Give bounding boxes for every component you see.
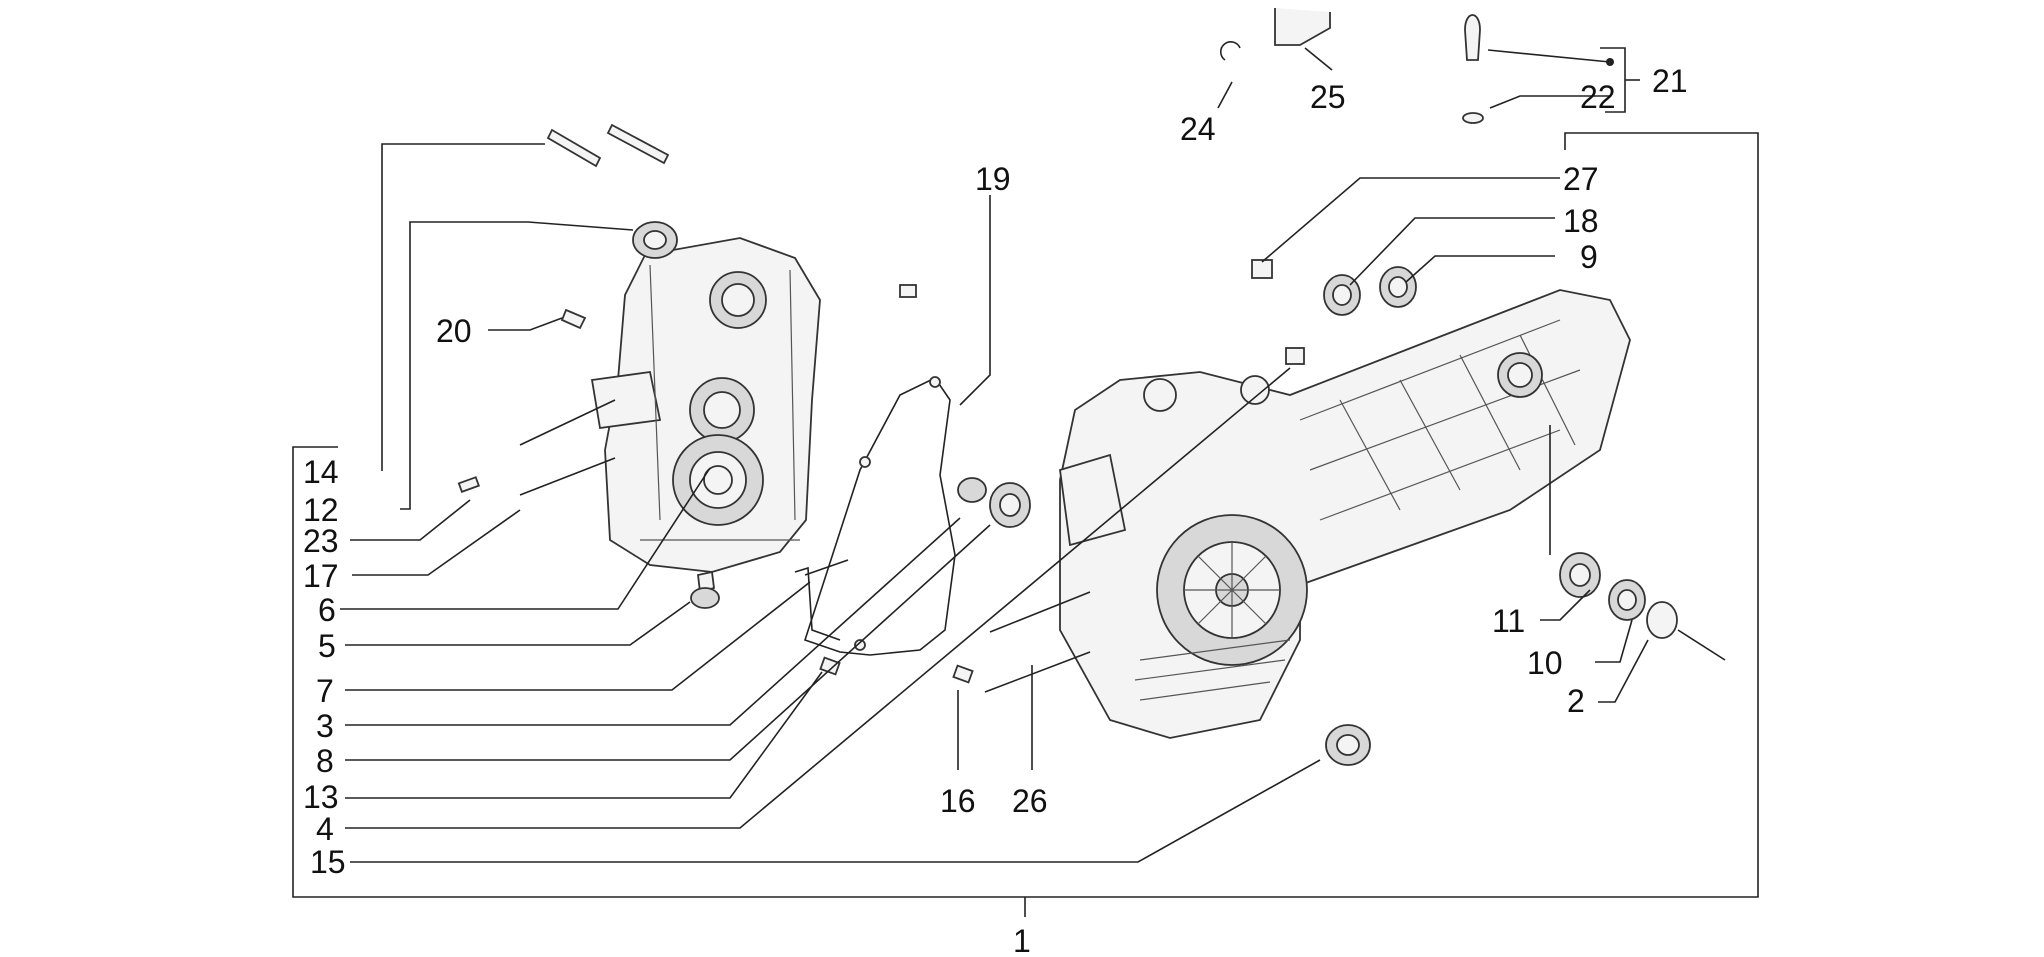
callout-19: 19	[975, 161, 1011, 197]
callout-2: 2	[1567, 683, 1585, 719]
callout-5: 5	[318, 628, 336, 664]
leader-lines	[340, 47, 1726, 863]
callout-22: 22	[1580, 79, 1616, 115]
callout-27: 27	[1563, 161, 1599, 197]
callout-labels: 1 2 3 4 5 6 7 8 9 10 11 12 13 14 15 16 1…	[303, 63, 1688, 957]
callout-15: 15	[310, 844, 346, 880]
callout-13: 13	[303, 779, 339, 815]
callout-24: 24	[1180, 111, 1216, 147]
callout-9: 9	[1580, 239, 1598, 275]
assembly-bracket	[292, 132, 1759, 917]
callout-25: 25	[1310, 79, 1346, 115]
gasket	[803, 376, 956, 656]
callout-3: 3	[316, 708, 334, 744]
callout-21: 21	[1652, 63, 1688, 99]
callout-8: 8	[316, 743, 334, 779]
callout-16: 16	[940, 783, 976, 819]
callout-18: 18	[1563, 203, 1599, 239]
callout-12: 12	[303, 492, 339, 528]
callout-14: 14	[303, 454, 339, 490]
loose-parts	[457, 8, 1678, 766]
right-crankcase-half	[1059, 289, 1631, 739]
callout-10: 10	[1527, 645, 1563, 681]
callout-17: 17	[303, 558, 339, 594]
callout-11: 11	[1492, 603, 1525, 639]
callout-26: 26	[1012, 783, 1048, 819]
left-crankcase-half	[590, 237, 821, 573]
callout-20: 20	[436, 313, 472, 349]
callout-7: 7	[316, 673, 334, 709]
callout-1: 1	[1013, 923, 1031, 957]
callout-23: 23	[303, 523, 339, 559]
callout-6: 6	[318, 592, 336, 628]
callout-4: 4	[316, 811, 334, 847]
